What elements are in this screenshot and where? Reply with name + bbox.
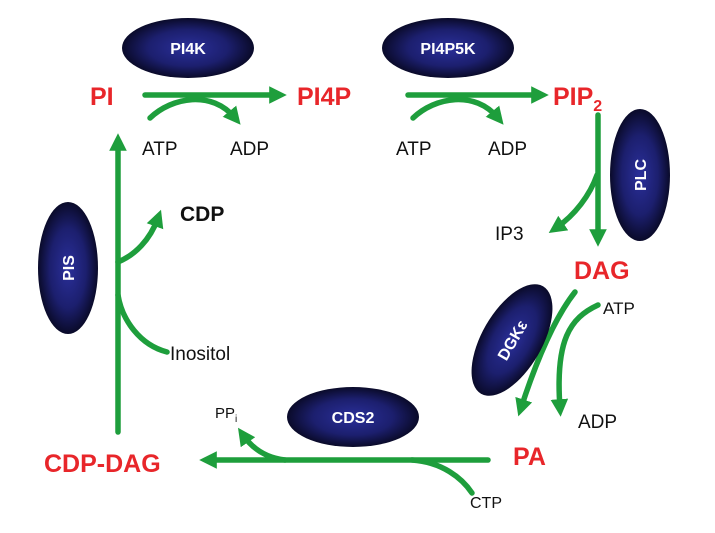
arrow-atp-to-adp-1 — [147, 96, 241, 125]
enzyme-pi4k: PI4K — [122, 18, 254, 78]
arrow-dag-to-pa — [515, 289, 578, 417]
cofactor-inositol: Inositol — [170, 344, 230, 365]
arrow-atp-to-adp-2 — [410, 96, 504, 125]
metabolite-cdp-dag: CDP-DAG — [44, 450, 161, 478]
cofactor-adp-2: ADP — [488, 139, 527, 160]
metabolite-pip2: PIP2 — [553, 83, 602, 115]
enzyme-plc: PLC — [610, 109, 670, 241]
cofactor-ctp: CTP — [470, 495, 502, 512]
cofactor-atp-1: ATP — [142, 139, 178, 160]
arrow-to-cdp — [115, 209, 164, 265]
arrow-ctp-input — [409, 457, 475, 496]
cofactor-atp-3: ATP — [603, 299, 635, 318]
metabolite-pi: PI — [90, 83, 114, 111]
enzymes-group: PI4K PI4P5K PLC DGKε CDS2 PIS — [38, 18, 670, 447]
cofactors-group: ATP ADP ATP ADP IP3 ATP ADP PPi CTP Inos… — [142, 139, 635, 512]
enzyme-label-cds2: CDS2 — [332, 410, 375, 427]
enzyme-pi4p5k: PI4P5K — [382, 18, 514, 78]
metabolite-dag: DAG — [574, 257, 630, 285]
arrow-atp-to-adp-3 — [550, 302, 601, 417]
enzyme-label-plc: PLC — [633, 159, 650, 191]
cofactor-ip3: IP3 — [495, 224, 524, 245]
cofactor-adp-3: ADP — [578, 412, 617, 433]
enzyme-dgke: DGKε — [471, 284, 553, 396]
cofactor-adp-1: ADP — [230, 139, 269, 160]
metabolite-pa: PA — [513, 443, 546, 471]
arrow-to-ppi — [237, 427, 288, 463]
arrows-group — [109, 86, 607, 496]
enzyme-label-pi4k: PI4K — [170, 41, 206, 58]
metabolite-pi4p: PI4P — [297, 83, 351, 111]
cofactor-atp-2: ATP — [396, 139, 432, 160]
arrow-inositol-input — [115, 292, 170, 355]
enzyme-cds2: CDS2 — [287, 387, 419, 447]
metabolites-group: PI PI4P PIP2 DAG PA CDP-DAG — [44, 83, 630, 478]
enzyme-label-pi4p5k: PI4P5K — [420, 41, 476, 58]
arrow-to-ip3 — [548, 172, 600, 233]
cofactor-cdp: CDP — [180, 203, 224, 226]
enzyme-pis: PIS — [38, 202, 98, 334]
enzyme-label-pis: PIS — [61, 255, 78, 281]
cofactor-ppi: PPi — [215, 405, 237, 425]
